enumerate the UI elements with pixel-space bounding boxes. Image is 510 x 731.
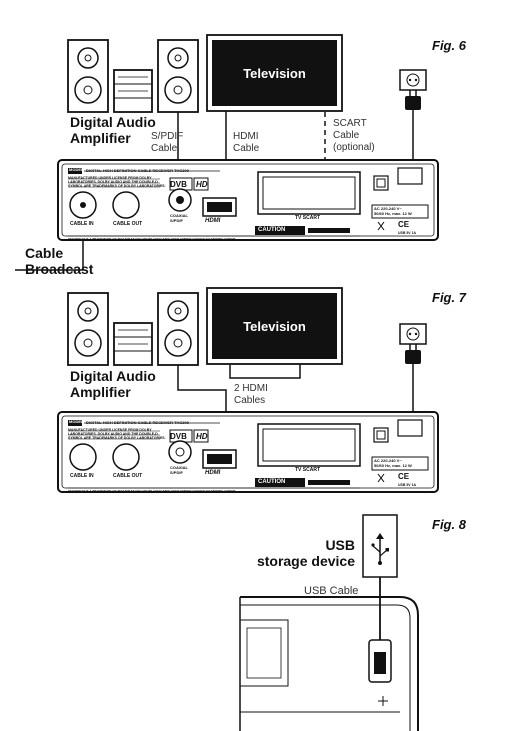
fig6-trademark: TECHNISAT IS A TRADEMARK OF TECHNISAT (U… [68,237,236,241]
fig7-dolby-1: MANUFACTURED UNDER LICENSE FROM DOLBY [68,428,152,432]
fig7-hdmi-cable-2 [229,364,301,379]
fig6-amp-label-line1: Digital Audio [70,114,156,130]
fig7-hdmi-line2: Cables [234,395,266,406]
fig7-dvb-logo: DVB [170,432,187,441]
fig6-dolby-1: MANUFACTURED UNDER LICENSE FROM DOLBY [68,176,152,180]
fig7-power-1: AC 220-240 V~ [374,458,402,463]
fig7-amp-label-line1: Digital Audio [70,368,156,384]
fig7-amplifier-unit [113,322,153,366]
fig7-hd-logo: HD [196,432,208,441]
fig6-model-tag: MODEL [69,167,84,172]
fig6-hdmi-line1: HDMI [233,131,259,142]
fig6-amp-label-line2: Amplifier [70,130,131,146]
fig8-receiver-side [239,596,419,731]
fig6-speaker-right [157,39,199,113]
fig8-usb-line2: storage device [256,553,355,569]
fig6-amplifier-unit [113,69,153,113]
fig6-dolby-2: LABORATORIES. DOLBY AUDIO AND THE DOUBLE… [68,180,158,184]
fig7-ce-mark: CE [398,472,410,481]
fig7-speaker-left [67,292,109,366]
fig7-model-tag: MODEL [69,419,84,424]
fig6-spdif-port-label: S/PDIF [170,218,183,223]
fig8-usb-cable-label: USB Cable [304,585,359,597]
fig7-trademark: TECHNISAT IS A TRADEMARK OF TECHNISAT (U… [68,489,236,493]
fig6-cable-line2: Broadcast [25,261,94,277]
fig7-speaker-right [157,292,199,366]
fig6-model-text: DIGITAL HIGH DEFINITION CABLE RECEIVER T… [86,168,189,173]
fig7-power-2: 50/60 Hz, max. 12 W [374,463,412,468]
fig6-scart-line1: SCART [333,118,367,129]
fig6-usb-rating: USB 5V 1A [398,231,417,235]
fig6-power-socket [399,69,427,186]
fig6-dolby-3: SYMBOL ARE TRADEMARKS OF DOLBY LABORATOR… [68,184,166,188]
fig6-spdif-line1: S/PDIF [151,131,184,142]
fig6-power-1: AC 220-240 V~ [374,206,402,211]
fig7-hdmi-line1: 2 HDMI [234,383,268,394]
fig7-usb-rating: USB 5V 1A [398,483,417,487]
fig6-ce-mark: CE [398,220,410,229]
fig6-hd-logo: HD [196,180,208,189]
fig7-spdif-port-label: S/PDIF [170,470,183,475]
fig7-hdmi-port-label: HDMI [205,470,221,476]
fig7-cable-out-label: CABLE OUT [113,473,143,479]
fig6-label: Fig. 6 [432,38,466,53]
fig7-television [206,287,343,365]
fig6-dvb-logo: DVB [170,180,187,189]
fig6-hdmi-port-label: HDMI [205,218,221,224]
fig6-tv-label: Television [243,66,306,81]
fig6-caution-label: CAUTION [258,227,286,233]
fig8-label: Fig. 8 [432,517,466,532]
fig6-cable-out-label: CABLE OUT [113,221,143,227]
fig6-tv-scart-label: TV SCART [295,215,320,221]
fig6-power-2: 50/60 Hz, max. 12 W [374,211,412,216]
fig6-speaker-left [67,39,109,113]
fig7-amp-label-line2: Amplifier [70,384,131,400]
fig6-scart-line2: Cable [333,130,360,141]
fig6-television [206,34,343,112]
fig8-usb-device [362,514,398,578]
fig7-receiver-panel [57,411,439,493]
fig6-cable-line1: Cable [25,245,64,261]
fig7-caution-label: CAUTION [258,479,286,485]
fig7-dolby-3: SYMBOL ARE TRADEMARKS OF DOLBY LABORATOR… [68,436,166,440]
fig7-coaxial-label: COAXIAL [170,465,188,470]
fig6-receiver-panel [57,159,439,241]
fig7-label: Fig. 7 [432,290,466,305]
fig7-tv-label: Television [243,319,306,334]
fig8-usb-line1: USB [325,537,355,553]
fig7-tv-scart-label: TV SCART [295,467,320,473]
fig7-cable-in-label: CABLE IN [70,473,94,479]
fig6-hdmi-line2: Cable [233,143,260,154]
fig7-dolby-2: LABORATORIES. DOLBY AUDIO AND THE DOUBLE… [68,432,158,436]
fig6-coaxial-label: COAXIAL [170,213,188,218]
fig6-cable-in-label: CABLE IN [70,221,94,227]
fig7-model-text: DIGITAL HIGH DEFINITION CABLE RECEIVER T… [86,420,189,425]
fig6-spdif-line2: Cable [151,143,178,154]
fig6-scart-line3: (optional) [333,142,375,153]
